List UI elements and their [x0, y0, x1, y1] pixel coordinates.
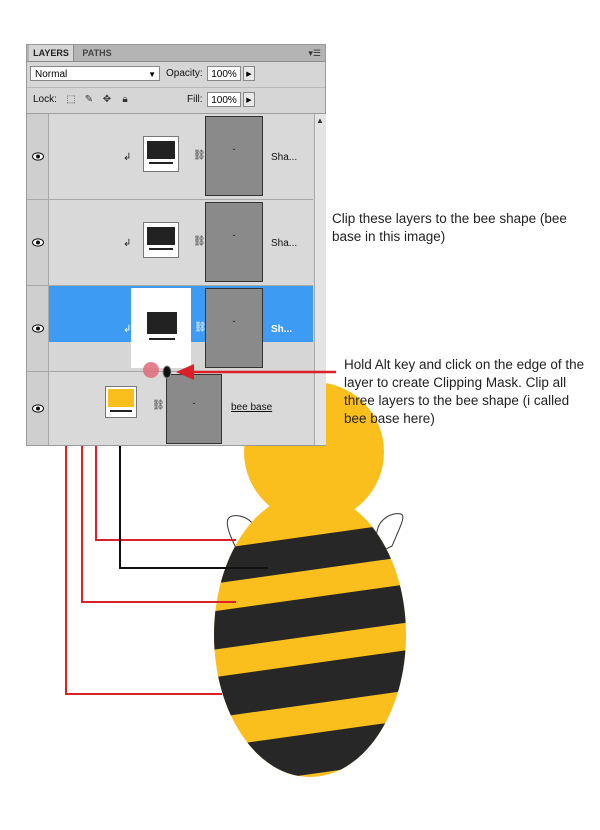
mask-shape-icon: ˇ — [232, 234, 236, 244]
scrollbar[interactable]: ▲ — [314, 114, 326, 445]
fill-slider-button[interactable]: ▶ — [243, 92, 255, 107]
link-chain-icon[interactable]: ⛓ — [193, 150, 206, 161]
scroll-up-icon[interactable]: ▲ — [316, 116, 324, 125]
lock-row: Lock: ⬚ ✎ ✥ 🔒︎ Fill: 100% ▶ — [27, 88, 325, 114]
chevron-down-icon: ▼ — [148, 70, 156, 79]
clipping-arrow-icon: ↲ — [123, 238, 132, 249]
layer-name[interactable]: bee base — [231, 402, 273, 413]
eye-icon[interactable] — [32, 152, 44, 161]
link-chain-icon[interactable]: ⛓ — [194, 322, 207, 333]
blend-mode-select[interactable]: Normal ▼ — [30, 66, 160, 81]
eye-icon[interactable] — [32, 404, 44, 413]
layer-name[interactable]: Sha... — [271, 152, 298, 163]
lock-label: Lock: — [33, 94, 57, 105]
visibility-column[interactable] — [27, 114, 49, 199]
layers-panel: LAYERS PATHS ▾☰ Normal ▼ Opacity: 100% ▶… — [26, 44, 326, 446]
lock-transparent-pixels-icon[interactable]: ⬚ — [66, 94, 76, 105]
mask-shape-icon: ˇ — [232, 320, 236, 330]
clipping-arrow-icon: ↲ — [123, 324, 132, 335]
layer-thumbnail — [143, 222, 179, 258]
tab-paths[interactable]: PATHS — [82, 48, 112, 58]
layer-row[interactable]: ↲ ⛓ ˇ Sha... — [27, 200, 313, 286]
blend-row: Normal ▼ Opacity: 100% ▶ — [27, 62, 325, 88]
clipping-arrow-icon: ↲ — [123, 152, 132, 163]
layer-name[interactable]: Sha... — [271, 238, 298, 249]
opacity-label: Opacity: — [166, 68, 203, 79]
visibility-column[interactable] — [27, 286, 49, 371]
tab-layers[interactable]: LAYERS — [29, 45, 74, 61]
visibility-column[interactable] — [27, 372, 49, 445]
alt-click-note: Hold Alt key and click on the edge of th… — [344, 357, 585, 426]
opacity-slider-button[interactable]: ▶ — [243, 66, 255, 81]
panel-menu-icon[interactable]: ▾☰ — [308, 48, 321, 58]
clipping-cursor-icon — [162, 365, 172, 379]
eye-icon[interactable] — [32, 324, 44, 333]
layer-thumbnail — [105, 386, 137, 418]
lock-position-icon[interactable]: ✥ — [102, 94, 112, 105]
link-chain-icon[interactable]: ⛓ — [193, 236, 206, 247]
layer-thumbnail — [131, 288, 191, 368]
panel-tab-bar: LAYERS PATHS ▾☰ — [27, 45, 325, 62]
bee-base-connector — [119, 428, 268, 569]
layer-row[interactable]: ↲ ⛓ ˇ Sha... — [27, 114, 313, 200]
layer-row[interactable]: ⛓ ˇ bee base — [27, 372, 313, 445]
vector-mask-thumbnail[interactable]: ˇ — [166, 374, 222, 444]
blend-mode-value: Normal — [35, 69, 68, 80]
vector-mask-thumbnail[interactable]: ˇ — [205, 288, 263, 368]
layer-row-selected[interactable]: ↲ ⛓ ˇ Sh... — [27, 286, 313, 372]
fill-label: Fill: — [187, 94, 203, 105]
lock-image-pixels-icon[interactable]: ✎ — [84, 94, 94, 105]
mask-shape-icon: ˇ — [192, 402, 196, 412]
visibility-column[interactable] — [27, 200, 49, 285]
mask-shape-icon: ˇ — [232, 148, 236, 158]
vector-mask-thumbnail[interactable]: ˇ — [205, 202, 263, 282]
layer-list: ↲ ⛓ ˇ Sha... ↲ — [27, 114, 313, 445]
link-chain-icon[interactable]: ⛓ — [152, 400, 165, 411]
opacity-input[interactable]: 100% — [207, 66, 241, 81]
lock-all-icon[interactable]: 🔒︎ — [122, 94, 128, 105]
fill-input[interactable]: 100% — [207, 92, 241, 107]
clip-layers-note: Clip these layers to the bee shape (bee … — [332, 211, 567, 244]
click-point-marker — [143, 362, 159, 378]
layer-name[interactable]: Sh... — [271, 324, 293, 335]
pointer-arrow-head — [176, 364, 194, 380]
layer-thumbnail — [143, 136, 179, 172]
vector-mask-thumbnail[interactable]: ˇ — [205, 116, 263, 196]
eye-icon[interactable] — [32, 238, 44, 247]
